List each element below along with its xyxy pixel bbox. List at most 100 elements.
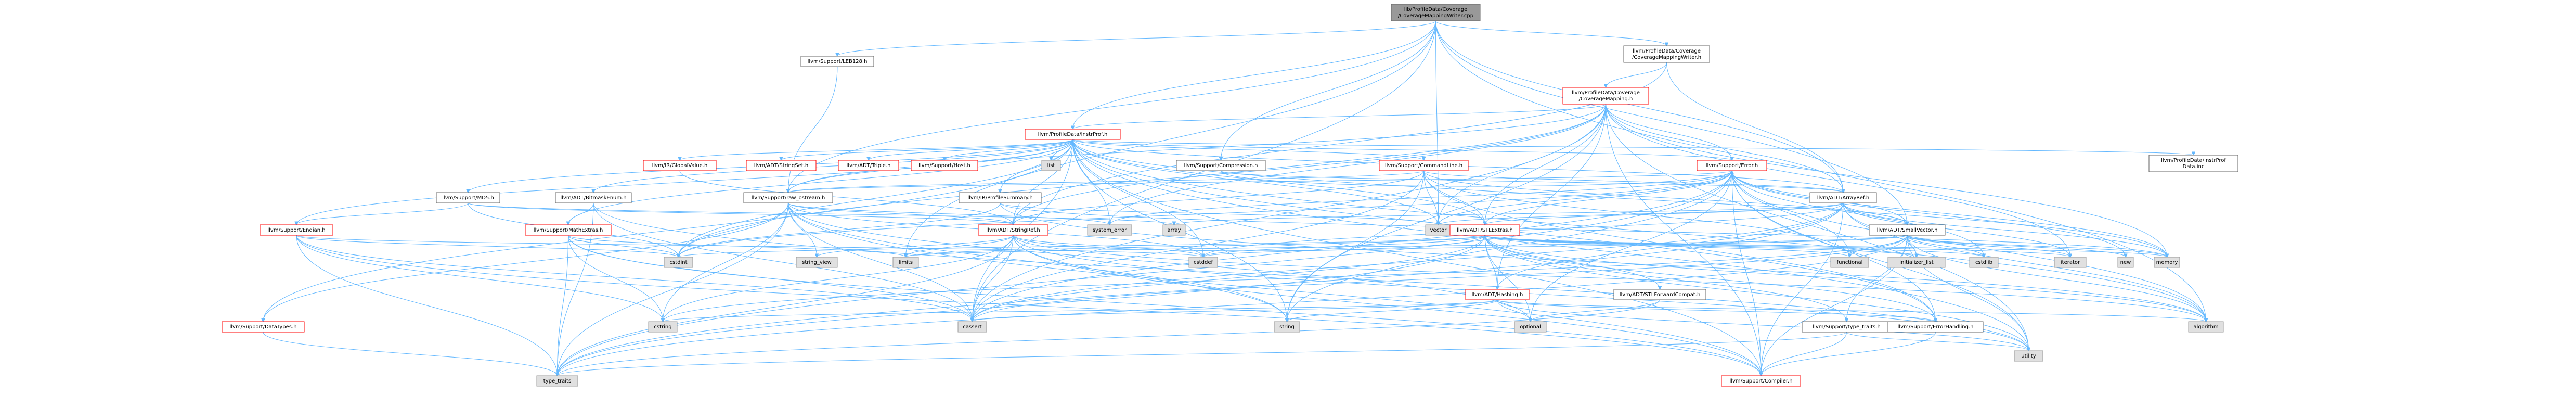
- node-raw-ostream[interactable]: llvm/Support/raw_ostream.h: [743, 192, 833, 203]
- node-errorhandling[interactable]: llvm/Support/ErrorHandling.h: [1887, 321, 1984, 333]
- node-box: [1809, 192, 1877, 203]
- node-error[interactable]: llvm/Support/Error.h: [1697, 160, 1767, 171]
- node-string-view: string_view: [796, 257, 838, 268]
- node-box: [1274, 321, 1300, 333]
- node-triple[interactable]: llvm/ADT/Triple.h: [838, 160, 899, 171]
- node-cm-h[interactable]: llvm/ProfileData/Coverage/CoverageMappin…: [1562, 87, 1649, 105]
- edge-endian-to-cstdint: [296, 235, 679, 257]
- edge-error-to-system_error: [1110, 170, 1732, 225]
- edge-error-to-utility: [1731, 170, 2029, 351]
- node-profilesummary[interactable]: llvm/IR/ProfileSummary.h: [959, 192, 1042, 203]
- edge-root-to-raw_ostream: [788, 20, 1436, 193]
- node-label: string_view: [802, 260, 832, 265]
- node-box: [796, 257, 838, 268]
- edge-cm_h-to-vector: [1439, 104, 1606, 225]
- node-mathextras[interactable]: llvm/Support/MathExtras.h: [525, 224, 612, 236]
- node-stlforward[interactable]: llvm/ADT/STLForwardCompat.h: [1613, 289, 1706, 300]
- node-cassert: cassert: [957, 321, 987, 333]
- node-stringset[interactable]: llvm/ADT/StringSet.h: [746, 160, 817, 171]
- node-datatypes[interactable]: llvm/Support/DataTypes.h: [222, 321, 305, 333]
- node-leb128[interactable]: llvm/Support/LEB128.h: [800, 56, 874, 67]
- edge-arrayref-to-cassert: [973, 202, 1844, 322]
- node-stlextras[interactable]: llvm/ADT/STLExtras.h: [1449, 224, 1520, 236]
- node-label: vector: [1430, 227, 1447, 233]
- edge-stlextras-to-type_traits: [558, 235, 1485, 376]
- node-instrprof[interactable]: llvm/ProfileData/InstrProf.h: [1025, 129, 1121, 140]
- edge-root-to-cassert: [973, 20, 1436, 322]
- node-box: [2014, 350, 2043, 362]
- node-endian[interactable]: llvm/Support/Endian.h: [260, 224, 333, 236]
- edge-error-to-functional: [1731, 170, 1850, 257]
- node-smallvector[interactable]: llvm/ADT/SmallVector.h: [1869, 224, 1946, 236]
- node-globalvalue[interactable]: llvm/IR/GlobalValue.h: [643, 160, 717, 171]
- node-limits: limits: [892, 257, 919, 268]
- node-bitmaskenum[interactable]: llvm/ADT/BitmaskEnum.h: [555, 192, 632, 203]
- node-label: initializer_list: [1899, 260, 1934, 265]
- node-box: [2188, 321, 2224, 333]
- node-label: llvm/Support/DataTypes.h: [229, 324, 296, 330]
- node-compression[interactable]: llvm/Support/Compression.h: [1176, 160, 1266, 171]
- edge-mathextras-to-cstring: [568, 235, 663, 322]
- node-type-traits-h[interactable]: llvm/Support/type_traits.h: [1802, 321, 1892, 333]
- edge-instrprof-to-utility: [1072, 139, 2029, 351]
- edge-instrprof-to-compiler: [1072, 139, 1762, 376]
- edge-cm_h-to-instrprof: [1073, 104, 1606, 129]
- node-label: llvm/ADT/ArrayRef.h: [1817, 195, 1870, 201]
- edge-cm_h-to-memory: [1606, 104, 2167, 257]
- edge-instrprof-to-host: [944, 139, 1073, 160]
- node-label: llvm/ADT/STLForwardCompat.h: [1620, 292, 1701, 298]
- node-box: [1188, 257, 1218, 268]
- edge-instrprof-to-stringref: [1013, 139, 1073, 225]
- edge-hashing-to-algorithm: [1497, 299, 2206, 322]
- edge-arrayref-to-array: [1174, 202, 1844, 225]
- edge-stlextras-to-errorhandling: [1484, 235, 1936, 322]
- node-host[interactable]: llvm/Support/Host.h: [911, 160, 978, 171]
- node-box: [957, 321, 987, 333]
- edge-arrayref-to-memory: [1843, 202, 2167, 257]
- edge-smallvector-to-utility: [1907, 235, 2029, 351]
- node-box: [1562, 87, 1649, 105]
- node-md5[interactable]: llvm/Support/MD5.h: [436, 192, 500, 203]
- node-array: array: [1162, 224, 1186, 236]
- node-hashing[interactable]: llvm/ADT/Hashing.h: [1465, 289, 1530, 300]
- node-box: [800, 56, 874, 67]
- edge-error-to-stlextras: [1485, 170, 1732, 225]
- node-root[interactable]: lib/ProfileData/Coverage/CoverageMapping…: [1391, 4, 1481, 21]
- node-compiler[interactable]: llvm/Support/Compiler.h: [1721, 375, 1801, 387]
- node-stringref[interactable]: llvm/ADT/StringRef.h: [978, 224, 1048, 236]
- node-label: llvm/Support/type_traits.h: [1813, 324, 1880, 330]
- edge-stringref-to-cstddef: [1013, 235, 1203, 257]
- edge-instrprof-to-mathextras: [568, 139, 1073, 225]
- edge-cmw_h-to-arrayref: [1666, 62, 1844, 193]
- edge-commandline-to-errorhandling: [1423, 170, 1936, 322]
- node-label: /CoverageMappingWriter.h: [1632, 55, 1701, 60]
- edge-cm_h-to-stringref: [1013, 104, 1606, 225]
- edge-smallvector-to-iterator: [1907, 235, 2070, 257]
- edge-profilesummary-to-algorithm: [1000, 202, 2206, 322]
- node-box: [1465, 289, 1530, 300]
- node-arrayref[interactable]: llvm/ADT/ArrayRef.h: [1809, 192, 1877, 203]
- edge-instrprof-to-vector: [1072, 139, 1439, 225]
- edge-stlforward-to-type_traits: [558, 299, 1660, 376]
- edge-instrprof-to-triple: [869, 139, 1073, 160]
- node-cmw-h[interactable]: llvm/ProfileData/Coverage/CoverageMappin…: [1623, 45, 1710, 63]
- edge-cm_h-to-utility: [1606, 104, 2029, 351]
- node-label: list: [1047, 163, 1055, 169]
- edge-instrprof-to-memory: [1072, 139, 2167, 257]
- edge-cm_h-to-system_error: [1110, 104, 1606, 225]
- node-box: [1887, 321, 1984, 333]
- edge-mathextras-to-limits: [568, 235, 906, 257]
- edge-root-to-cmw_h: [1435, 20, 1667, 46]
- edge-cm_h-to-iterator: [1606, 104, 2070, 257]
- edge-hashing-to-cassert: [973, 299, 1498, 322]
- node-commandline[interactable]: llvm/Support/CommandLine.h: [1379, 160, 1469, 171]
- edge-cmw_h-to-cm_h: [1606, 62, 1667, 87]
- edge-raw_ostream-to-system_error: [788, 202, 1110, 225]
- edge-md5-to-stringref: [468, 202, 1013, 225]
- node-box: [436, 192, 500, 203]
- node-label: llvm/Support/LEB128.h: [808, 59, 868, 65]
- edge-instrprof-to-datatypes: [263, 139, 1073, 322]
- edge-arrayref-to-stlextras: [1485, 202, 1844, 225]
- node-vector: vector: [1425, 224, 1452, 236]
